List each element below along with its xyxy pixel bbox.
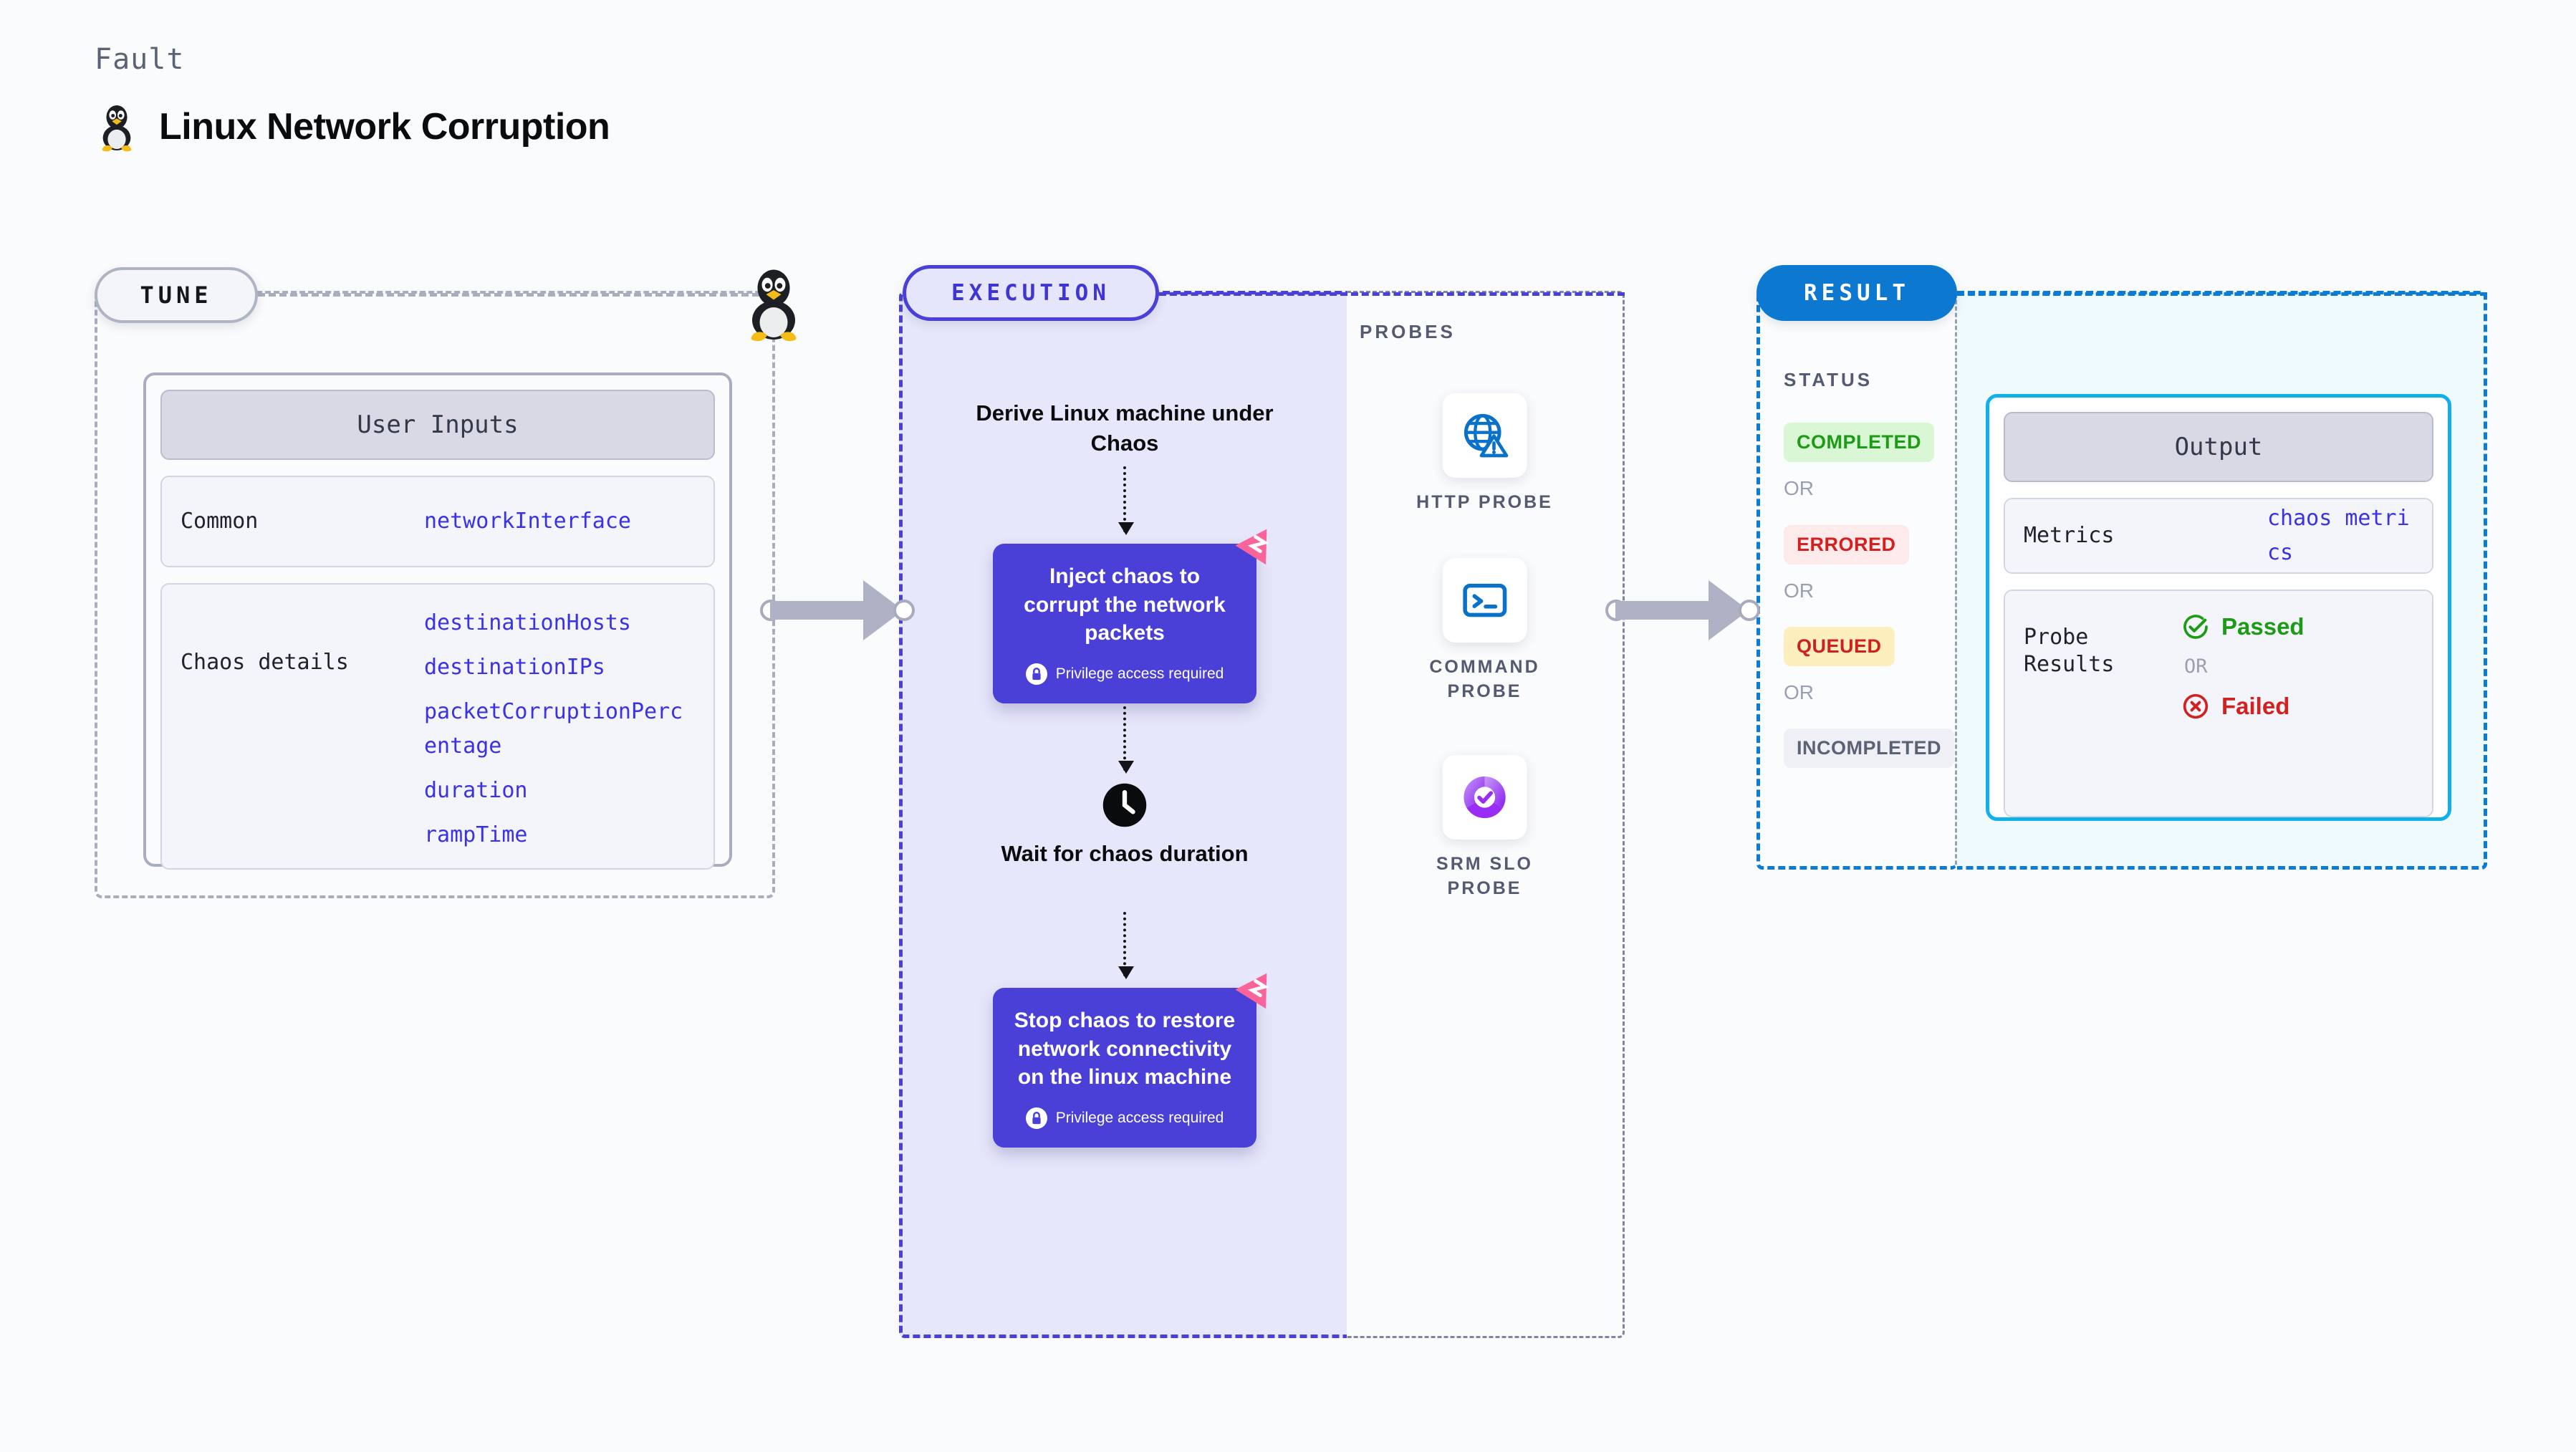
execution-arrow-3	[1123, 912, 1126, 976]
slo-donut-check-icon	[1464, 776, 1506, 819]
status-badge-incompleted: INCOMPLETED	[1784, 729, 1955, 768]
probe-label-command: COMMAND PROBE	[1429, 657, 1540, 701]
output-probe-results-values: Passed OR Failed	[2181, 612, 2305, 721]
tune-region: User Inputs Common networkInterface Chao…	[95, 291, 775, 898]
probe-icon-box-http	[1442, 393, 1527, 478]
status-badge-errored: ERRORED	[1784, 525, 1909, 564]
tux-penguin-marker-icon	[751, 269, 797, 342]
execution-pill-label: EXECUTION	[951, 280, 1110, 306]
value-duration: duration	[424, 778, 528, 803]
execution-pill[interactable]: EXECUTION	[903, 265, 1159, 321]
privilege-text-stop: Privilege access required	[1055, 1109, 1224, 1126]
tune-row-common-values: networkInterface	[424, 504, 631, 539]
probe-result-passed: Passed	[2181, 612, 2305, 641]
status-or-2: OR	[1784, 580, 1814, 602]
page-header: Fault Linux Network Corruption	[95, 43, 610, 152]
connector-tune-execution	[760, 580, 915, 640]
status-badge-queued: QUEUED	[1784, 627, 1895, 666]
probes-label: PROBES	[1360, 321, 1456, 342]
tune-pill[interactable]: TUNE	[95, 267, 258, 323]
execution-node-stop[interactable]: Stop chaos to restore network connectivi…	[993, 973, 1269, 1148]
execution-region: Derive Linux machine under Chaos Inject …	[899, 291, 1347, 1338]
probe-result-failed: Failed	[2181, 692, 2305, 721]
status-label: STATUS	[1784, 369, 1873, 390]
output-probe-results-label: Probe Results	[2024, 625, 2115, 677]
probe-result-failed-text: Failed	[2221, 693, 2290, 719]
execution-connector-line	[1159, 292, 1625, 296]
probe-label-http: HTTP PROBE	[1416, 492, 1553, 512]
probe-icon-box-srm-slo	[1442, 755, 1527, 840]
probe-result-or: OR	[2184, 655, 2208, 678]
output-card: Output Metrics chaos metrics Probe Resul…	[1986, 394, 2451, 821]
output-metrics-label: Metrics	[2024, 523, 2115, 549]
result-pill[interactable]: RESULT	[1756, 265, 1957, 321]
execution-start-text: Derive Linux machine under Chaos	[976, 400, 1274, 456]
status-or-3: OR	[1784, 681, 1814, 703]
probe-item-srm-slo[interactable]: SRM SLO PROBE	[1436, 755, 1533, 901]
connector-end-node	[1739, 600, 1760, 621]
status-badge-completed: COMPLETED	[1784, 423, 1935, 462]
clock-icon	[1102, 783, 1147, 827]
execution-node-inject[interactable]: Inject chaos to corrupt the network pack…	[993, 529, 1269, 703]
tune-row-common-label: Common	[181, 509, 259, 534]
probe-item-http[interactable]: HTTP PROBE	[1416, 393, 1553, 515]
lock-icon	[1025, 1107, 1047, 1129]
user-inputs-title: User Inputs	[160, 390, 715, 460]
value-packetcorruptionpercentage: packetCorruptionPercentage	[424, 699, 683, 759]
value-destinationips: destinationIPs	[424, 655, 605, 680]
execution-node-stop-text: Stop chaos to restore network connectivi…	[1014, 1009, 1236, 1090]
result-pill-label: RESULT	[1804, 280, 1910, 306]
execution-wait-text: Wait for chaos duration	[1001, 841, 1249, 866]
connector-end-node	[893, 600, 915, 621]
tune-row-chaos-values: destinationHosts destinationIPs packetCo…	[424, 606, 695, 852]
value-destinationhosts: destinationHosts	[424, 610, 631, 635]
fault-kicker: Fault	[95, 43, 185, 76]
connector-execution-result	[1605, 580, 1760, 640]
tune-row-chaos-label: Chaos details	[181, 650, 349, 675]
tune-connector-line	[258, 293, 759, 297]
privilege-row-stop: Privilege access required	[1025, 1107, 1224, 1129]
value-ramptime: rampTime	[424, 822, 528, 847]
tune-row-common: Common networkInterface	[160, 476, 715, 567]
status-or-1: OR	[1784, 477, 1814, 499]
probes-region: HTTP PROBE COMMAND PROBE	[1347, 291, 1625, 1338]
privilege-text-inject: Privilege access required	[1055, 665, 1224, 682]
execution-arrow-1	[1123, 466, 1126, 532]
result-connector-line	[1957, 292, 2487, 296]
tux-penguin-icon	[102, 105, 132, 152]
probe-item-command[interactable]: COMMAND PROBE	[1429, 558, 1539, 704]
probe-icon-box-command	[1442, 558, 1527, 643]
check-circle-icon	[2183, 615, 2208, 639]
privilege-row-inject: Privilege access required	[1025, 663, 1224, 685]
chaos-badge-icon	[1235, 529, 1269, 565]
output-card-title: Output	[2004, 412, 2433, 482]
execution-arrow-2	[1123, 706, 1126, 771]
output-metrics-value: chaos metrics	[2267, 506, 2410, 565]
fault-title-row: Linux Network Corruption	[95, 102, 610, 152]
lock-icon	[1025, 663, 1047, 685]
chaos-badge-icon	[1235, 973, 1269, 1009]
user-inputs-card: User Inputs Common networkInterface Chao…	[143, 372, 732, 870]
output-row-metrics: Metrics chaos metrics	[2004, 498, 2433, 574]
terminal-icon	[1463, 583, 1506, 617]
probe-label-srm-slo: SRM SLO PROBE	[1436, 854, 1533, 898]
connector-shaft	[770, 601, 870, 620]
page-title: Linux Network Corruption	[159, 106, 610, 148]
probe-result-passed-text: Passed	[2221, 613, 2305, 640]
value-networkinterface: networkInterface	[424, 509, 631, 534]
status-region	[1756, 291, 1957, 870]
tune-pill-label: TUNE	[140, 282, 213, 309]
globe-warning-icon	[1464, 413, 1509, 458]
execution-node-inject-text: Inject chaos to corrupt the network pack…	[1024, 564, 1226, 645]
output-row-probe-results: Probe Results Passed OR Failed	[2004, 590, 2433, 817]
connector-shaft	[1615, 601, 1716, 620]
x-circle-icon	[2183, 693, 2209, 719]
tune-row-chaos-details: Chaos details destinationHosts destinati…	[160, 583, 715, 870]
